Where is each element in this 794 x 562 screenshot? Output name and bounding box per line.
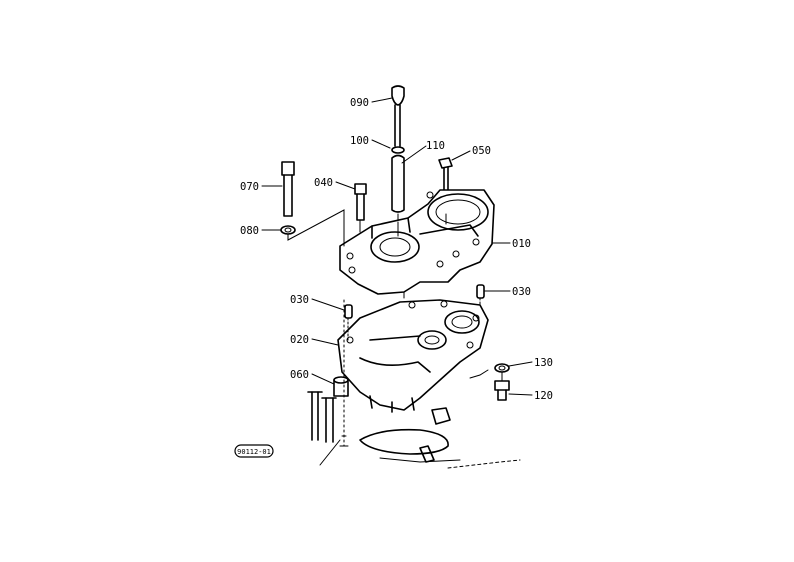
label-020[interactable]: 020 <box>290 334 309 346</box>
label-080[interactable]: 080 <box>240 225 259 237</box>
label-040[interactable]: 040 <box>314 177 333 189</box>
leader-lines <box>261 97 533 396</box>
label-050[interactable]: 050 <box>472 145 491 157</box>
part-labels: 090 100 110 050 070 040 080 010 030 030 … <box>240 97 553 402</box>
part-040-bolt <box>354 183 367 221</box>
part-090-dipstick <box>391 85 405 147</box>
label-130[interactable]: 130 <box>534 357 553 369</box>
part-030-pin-left <box>344 304 353 319</box>
part-130-washer <box>494 363 510 373</box>
part-030-pin-right <box>476 284 485 299</box>
label-010[interactable]: 010 <box>512 238 531 250</box>
part-110-guide-tube <box>391 154 405 223</box>
guide-lines <box>287 209 503 382</box>
label-060[interactable]: 060 <box>290 369 309 381</box>
label-070[interactable]: 070 <box>240 181 259 193</box>
part-070-long-bolt <box>281 161 295 217</box>
label-110[interactable]: 110 <box>426 140 445 152</box>
part-120-plug <box>494 380 510 401</box>
part-100-o-ring <box>391 146 405 154</box>
label-030-right[interactable]: 030 <box>512 286 531 298</box>
label-090[interactable]: 090 <box>350 97 369 109</box>
label-120[interactable]: 120 <box>534 390 553 402</box>
drawing-code-badge: 90112-01 <box>234 444 274 458</box>
assembly-context <box>307 299 521 469</box>
label-100[interactable]: 100 <box>350 135 369 147</box>
drawing-code: 90112-01 <box>237 448 271 456</box>
part-060-bushing <box>333 376 349 397</box>
part-010-upper-case <box>339 189 495 299</box>
label-030-left[interactable]: 030 <box>290 294 309 306</box>
part-080-washer <box>280 225 296 235</box>
part-020-lower-case <box>337 299 489 413</box>
